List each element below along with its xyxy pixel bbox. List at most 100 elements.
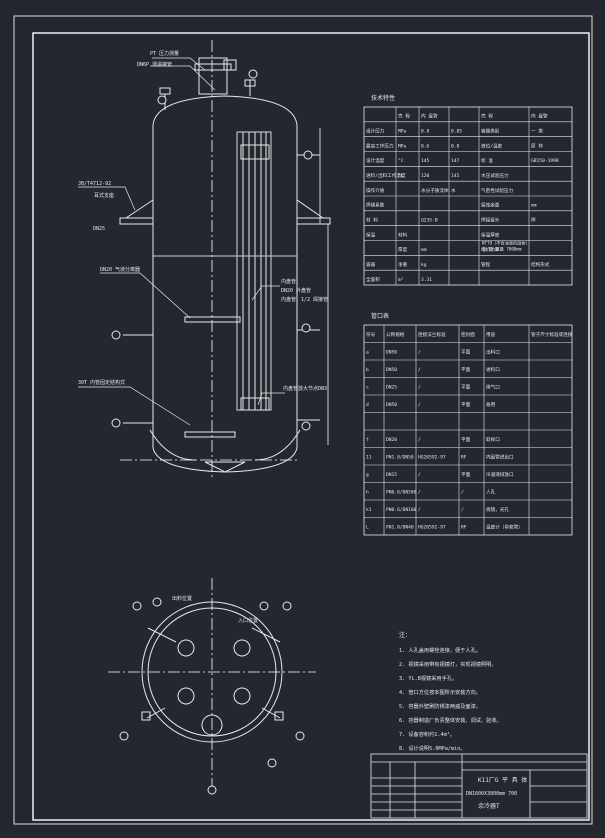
plan-nozzle-marks [119, 597, 305, 795]
label-mid4: 内盘管：1/2 焊接管 [281, 296, 328, 303]
nozzle-cell: / [418, 437, 421, 443]
title-line2: DN1600X3800mm 700 [466, 791, 517, 797]
spec-cell: m³ [398, 277, 404, 283]
nozzle-cell: 冷凝液排放口 [486, 471, 514, 478]
spec-cell: 焊缝系数 [366, 202, 385, 209]
nozzle-cell: / [418, 507, 421, 513]
nozzle-cell: PN0.6/DN100 [386, 507, 417, 513]
spec-cell: 145 [451, 173, 460, 179]
nozzle-cell: a [366, 350, 369, 355]
label-left1: JB/T4712-92 [78, 181, 111, 187]
spec-cell: 0.6 [421, 143, 430, 149]
spec-cell: 保温厚度 [481, 231, 500, 238]
nozzle-cell: 11 [366, 454, 372, 460]
nozzle-cell: 平面 [461, 349, 471, 355]
vessel-elevation [119, 57, 331, 473]
spec-note: 内 管 数量 7000mm [482, 246, 522, 253]
spec-cell: 电机功率 [481, 246, 500, 253]
spec-cell: 水压试验压力 [481, 172, 509, 179]
nozzle-header-cell: 连接法兰标准 [418, 331, 446, 338]
spec-cell: 操作介质 [366, 187, 385, 194]
spec-cell: 原 林 [531, 142, 543, 149]
spec-cell: 145 [421, 158, 430, 164]
spec-cell: 设计温度 [366, 157, 385, 164]
spec-cell: 材 料 [366, 217, 378, 224]
spec-cell: 保温 [366, 231, 376, 238]
label-top1: PT 压力测量 [150, 50, 179, 57]
spec-cell: MPa [398, 143, 407, 149]
note-item: 7. 设备容积约1.4m³。 [399, 730, 455, 738]
nozzle-cell: 平面 [461, 367, 471, 373]
spec-cell: 容器类别 [481, 128, 500, 135]
spec-cell: 全容积 [366, 276, 380, 283]
nozzle-cell: / [418, 489, 421, 495]
nozzle-cell: / [461, 507, 464, 513]
nozzle-cell: / [418, 384, 421, 390]
nozzle-cell: / [418, 367, 421, 373]
spec-cell: mm [421, 248, 427, 253]
spec-cell: 腐蚀余量 [481, 202, 500, 209]
spec-cell: °C [398, 173, 404, 179]
nozzle-cell: d [366, 402, 369, 408]
nozzle-cell: RF [461, 454, 467, 460]
nozzle-cell: / [418, 349, 421, 355]
note-item: 6. 容器制造厂负责整体安装、调试、验收。 [399, 716, 502, 724]
spec-cell: GB150-1998 [531, 158, 559, 164]
spec-cell: 0.85 [451, 129, 462, 135]
note-item: 5. 容器外壁刷防锈漆两遍及面漆。 [399, 702, 481, 710]
note-item: 3. YL.B视镜采用手孔。 [399, 674, 457, 682]
spec-header-cell: 内 盘管 [421, 113, 438, 120]
nozzle-header-cell: 管子尺寸标准或连接 [531, 331, 573, 338]
label-mid2: 内盘管 [281, 278, 296, 285]
spec-cell: 净重 [398, 261, 408, 268]
nozzle-cell: PN1.0/DN40 [386, 524, 414, 530]
spec-cell: kg [421, 262, 427, 268]
label-left3: DN25 [93, 226, 105, 232]
elevation-nozzle-marks [111, 69, 313, 431]
spec-cell: 焊接接头 [481, 217, 500, 224]
nozzle-cell: 平面 [461, 384, 471, 390]
nozzle-cell: / [418, 472, 421, 478]
nozzle-cell: DN25 [386, 384, 397, 390]
spec-note: NTTO（不含油液的固体） [482, 240, 530, 247]
label-bottom-left: 30T 内管固定结构式 [78, 379, 125, 386]
nozzle-cell: b [366, 367, 369, 373]
spec-table-title: 技术特性 [371, 94, 395, 102]
nozzle-cell: 内盘管进出口 [486, 453, 514, 460]
nozzle-cell: 平面 [461, 437, 471, 443]
label-mid1: DN20 气液分离器 [100, 266, 140, 273]
nozzle-header-cell: 密封面 [461, 331, 475, 338]
label-left2: 耳式支座 [94, 192, 114, 199]
title-line3: 余冷器T [478, 802, 500, 810]
nozzle-cell: DN20 [386, 437, 397, 443]
nozzle-cell: k1 [366, 507, 372, 513]
spec-cell: 设计压力 [366, 128, 385, 135]
label-mid3: DN20 外盘管 [281, 287, 311, 294]
nozzle-cell: 温度计（带套管） [486, 523, 523, 530]
nozzle-cell: RF [461, 524, 467, 530]
spec-cell: 结构形式 [531, 261, 550, 268]
spec-cell: MPa [398, 129, 407, 135]
nozzle-cell: / [418, 402, 421, 408]
label-plan1: 出料位置 [172, 595, 192, 602]
nozzle-cell: g [366, 473, 369, 478]
spec-cell: 0.8 [421, 129, 430, 135]
note-item: 8. 设计说明5.0MPa/min。 [399, 744, 466, 752]
nozzle-cell: / [461, 489, 464, 495]
nozzle-header-cell: 符号 [366, 331, 376, 338]
spec-cell: 厚度 [398, 246, 408, 253]
spec-cell: 容器 [366, 261, 376, 268]
spec-cell: 焊 [531, 217, 536, 224]
nozzle-cell: L [366, 524, 369, 530]
note-item: 2. 视镜采用带有视镜灯，实现视镜照明。 [399, 660, 497, 668]
spec-cell: 进料/出料工作温度 [366, 172, 406, 179]
spec-cell: 标 准 [481, 157, 493, 164]
note-item: 1. 人孔盖用螺栓连接，便于人孔。 [399, 646, 481, 654]
nozzle-cell: DN50 [386, 349, 397, 355]
spec-cell: 120 [421, 173, 430, 179]
spec-cell: 气密性试验压力 [481, 187, 514, 194]
spec-cell: 材料 [398, 231, 408, 238]
title-line1: K11厂G 平 具 体 [478, 776, 527, 784]
